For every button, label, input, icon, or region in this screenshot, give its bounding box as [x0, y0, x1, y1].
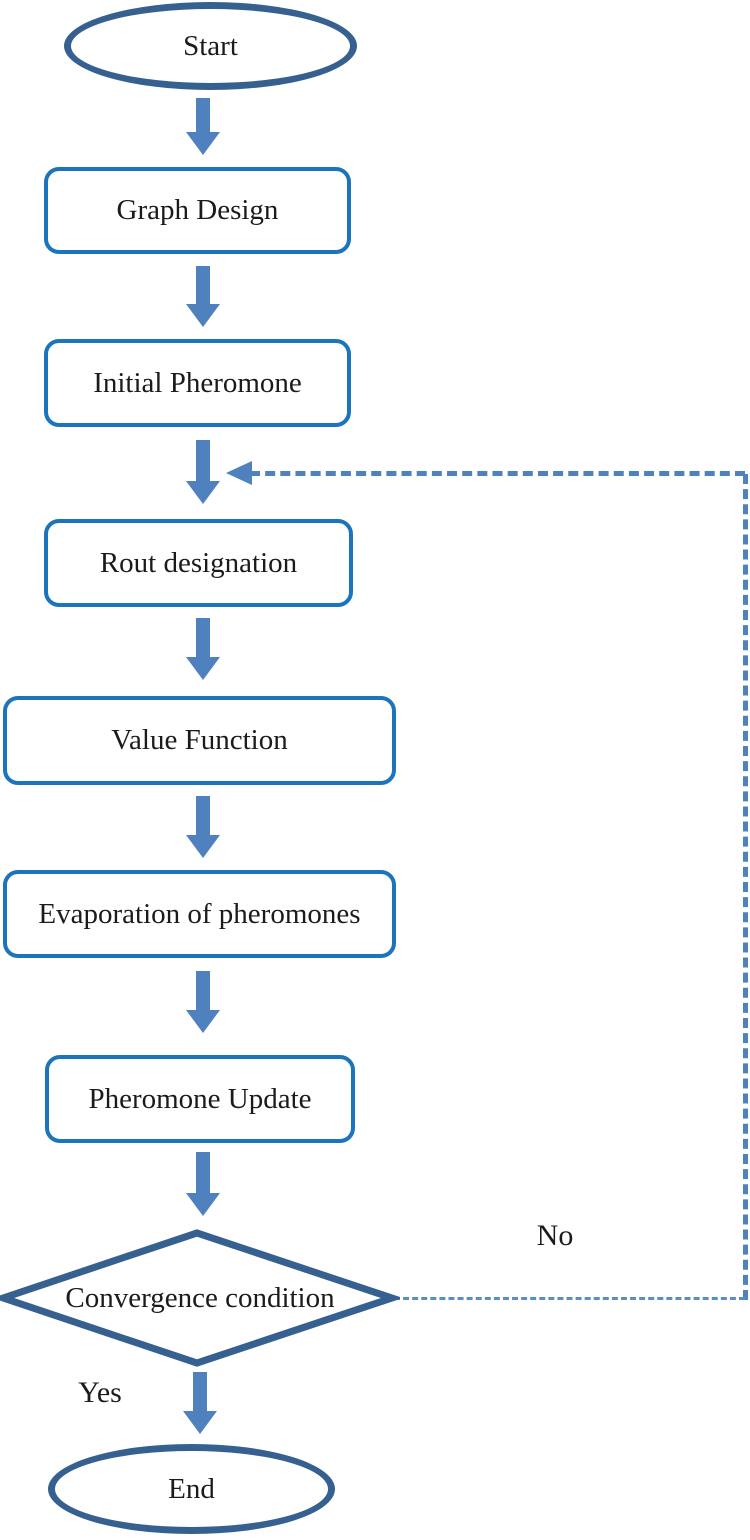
- node-start-label: Start: [183, 29, 238, 62]
- arrow-evaporation-to-pheromone-update-icon: [186, 971, 220, 1033]
- node-graph-design: Graph Design: [44, 167, 351, 254]
- arrow-graph-design-to-initial-pheromone-icon: [186, 266, 220, 327]
- arrow-head: [186, 132, 220, 155]
- node-evaporation: Evaporation of pheromones: [3, 870, 396, 958]
- arrow-shaft: [196, 440, 210, 481]
- feedback-line-vertical: [743, 474, 748, 1300]
- arrow-shaft: [196, 618, 210, 657]
- node-convergence-label: Convergence condition: [65, 1281, 335, 1314]
- arrow-rout-designation-to-value-function-icon: [186, 618, 220, 680]
- feedback-line-top: [250, 471, 745, 476]
- node-convergence: Convergence condition: [0, 1228, 404, 1368]
- arrow-head: [186, 481, 220, 504]
- edge-label-yes: Yes: [78, 1376, 122, 1409]
- arrow-shaft: [196, 796, 210, 835]
- arrow-initial-pheromone-to-rout-designation-icon: [186, 440, 220, 504]
- arrow-convergence-to-end-icon: [183, 1372, 217, 1434]
- node-rout-designation: Rout designation: [44, 519, 353, 607]
- node-end-label: End: [168, 1472, 215, 1505]
- node-value-function: Value Function: [3, 696, 396, 785]
- arrow-head: [183, 1411, 217, 1434]
- node-rout-designation-label: Rout designation: [99, 546, 298, 579]
- arrow-head: [186, 657, 220, 680]
- node-initial-pheromone-label: Initial Pheromone: [93, 366, 302, 399]
- arrow-shaft: [196, 98, 210, 132]
- diamond-shape-icon: [0, 1229, 404, 1367]
- edge-label-no: No: [536, 1219, 574, 1252]
- arrow-start-to-graph-design-icon: [186, 98, 220, 155]
- node-start: Start: [64, 2, 357, 90]
- node-initial-pheromone: Initial Pheromone: [44, 339, 351, 427]
- arrow-shaft: [196, 1152, 210, 1193]
- feedback-line-bottom: [394, 1297, 745, 1300]
- node-value-function-label: Value Function: [111, 724, 288, 757]
- arrow-pheromone-update-to-convergence-icon: [186, 1152, 220, 1216]
- arrow-value-function-to-evaporation-icon: [186, 796, 220, 858]
- arrow-head: [186, 1010, 220, 1033]
- node-pheromone-update: Pheromone Update: [45, 1055, 355, 1143]
- arrow-shaft: [193, 1372, 207, 1411]
- arrow-shaft: [196, 971, 210, 1010]
- arrow-head: [186, 835, 220, 858]
- node-evaporation-label: Evaporation of pheromones: [38, 897, 361, 930]
- arrow-head: [186, 1193, 220, 1216]
- arrow-head: [186, 304, 220, 327]
- arrow-shaft: [196, 266, 210, 304]
- node-end: End: [48, 1444, 335, 1534]
- feedback-arrowhead-icon: [226, 461, 252, 485]
- node-graph-design-label: Graph Design: [116, 194, 279, 227]
- node-pheromone-update-label: Pheromone Update: [88, 1082, 312, 1115]
